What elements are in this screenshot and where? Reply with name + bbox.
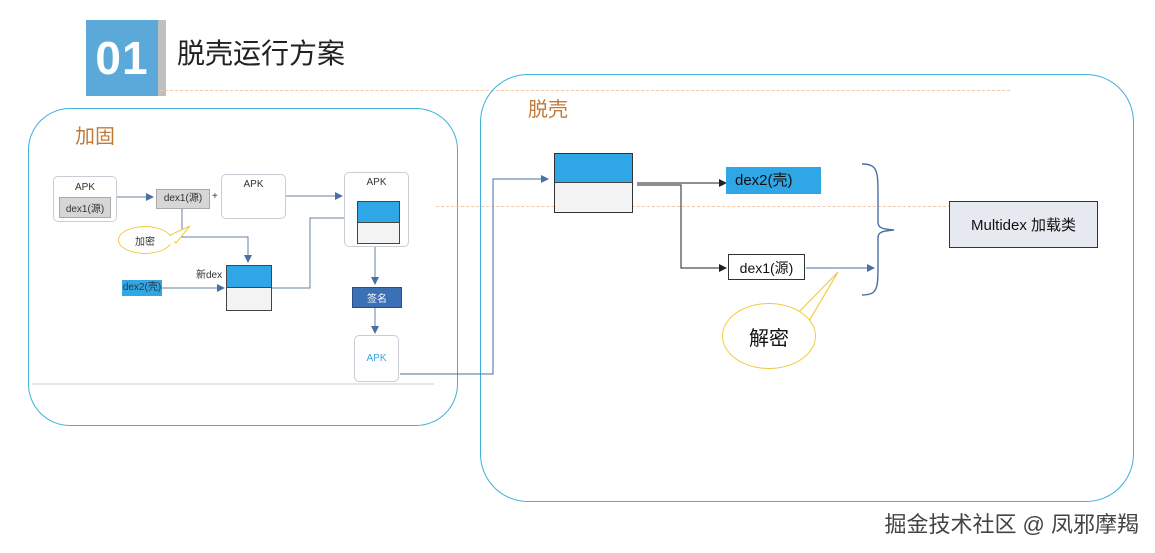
badge-side-bar	[158, 20, 166, 96]
encrypt-bubble-text: 加密	[135, 236, 155, 248]
apk-merged-title: APK	[366, 177, 387, 188]
apk-output-label: APK	[366, 353, 387, 364]
apk-source-box: APK dex1(源)	[53, 176, 117, 222]
plus-sign: +	[212, 191, 218, 202]
unpacking-label: 脱壳	[528, 99, 568, 121]
sign-label: 签名	[367, 294, 387, 305]
apk-merged-dex-stack	[357, 201, 400, 244]
merged-dex-stack	[554, 153, 633, 213]
decrypt-bubble-text: 解密	[749, 327, 789, 350]
dex1-source-output: dex1(源)	[728, 254, 805, 280]
apk-shell-title: APK	[243, 179, 264, 190]
new-dex-label: 新dex	[196, 270, 223, 281]
apk-source-dex1: dex1(源)	[59, 197, 111, 218]
sign-box: 签名	[352, 287, 402, 308]
hardening-panel	[28, 108, 458, 426]
header-divider	[160, 90, 1010, 91]
section-number-badge: 01	[86, 20, 158, 96]
page-title: 脱壳运行方案	[177, 38, 346, 69]
dex1-source-box: dex1(源)	[156, 189, 210, 209]
apk-shell-box: APK	[221, 174, 286, 219]
apk-source-title: APK	[74, 182, 95, 193]
hardening-label: 加固	[75, 126, 115, 148]
apk-output-box: APK	[354, 335, 399, 382]
panel-divider	[436, 206, 956, 207]
watermark: 掘金技术社区 @ 凤邪摩羯	[884, 512, 1139, 537]
decrypt-bubble: 解密	[722, 303, 816, 369]
dex2-shell-box: dex2(壳)	[122, 280, 162, 296]
unpacking-panel	[480, 74, 1134, 502]
encrypt-bubble: 加密	[118, 226, 172, 254]
multidex-loader-box: Multidex 加载类	[949, 201, 1098, 248]
bubble-tail-cover	[166, 236, 174, 244]
dex2-shell-output: dex2(壳)	[726, 167, 821, 194]
new-dex-stack	[226, 265, 272, 311]
